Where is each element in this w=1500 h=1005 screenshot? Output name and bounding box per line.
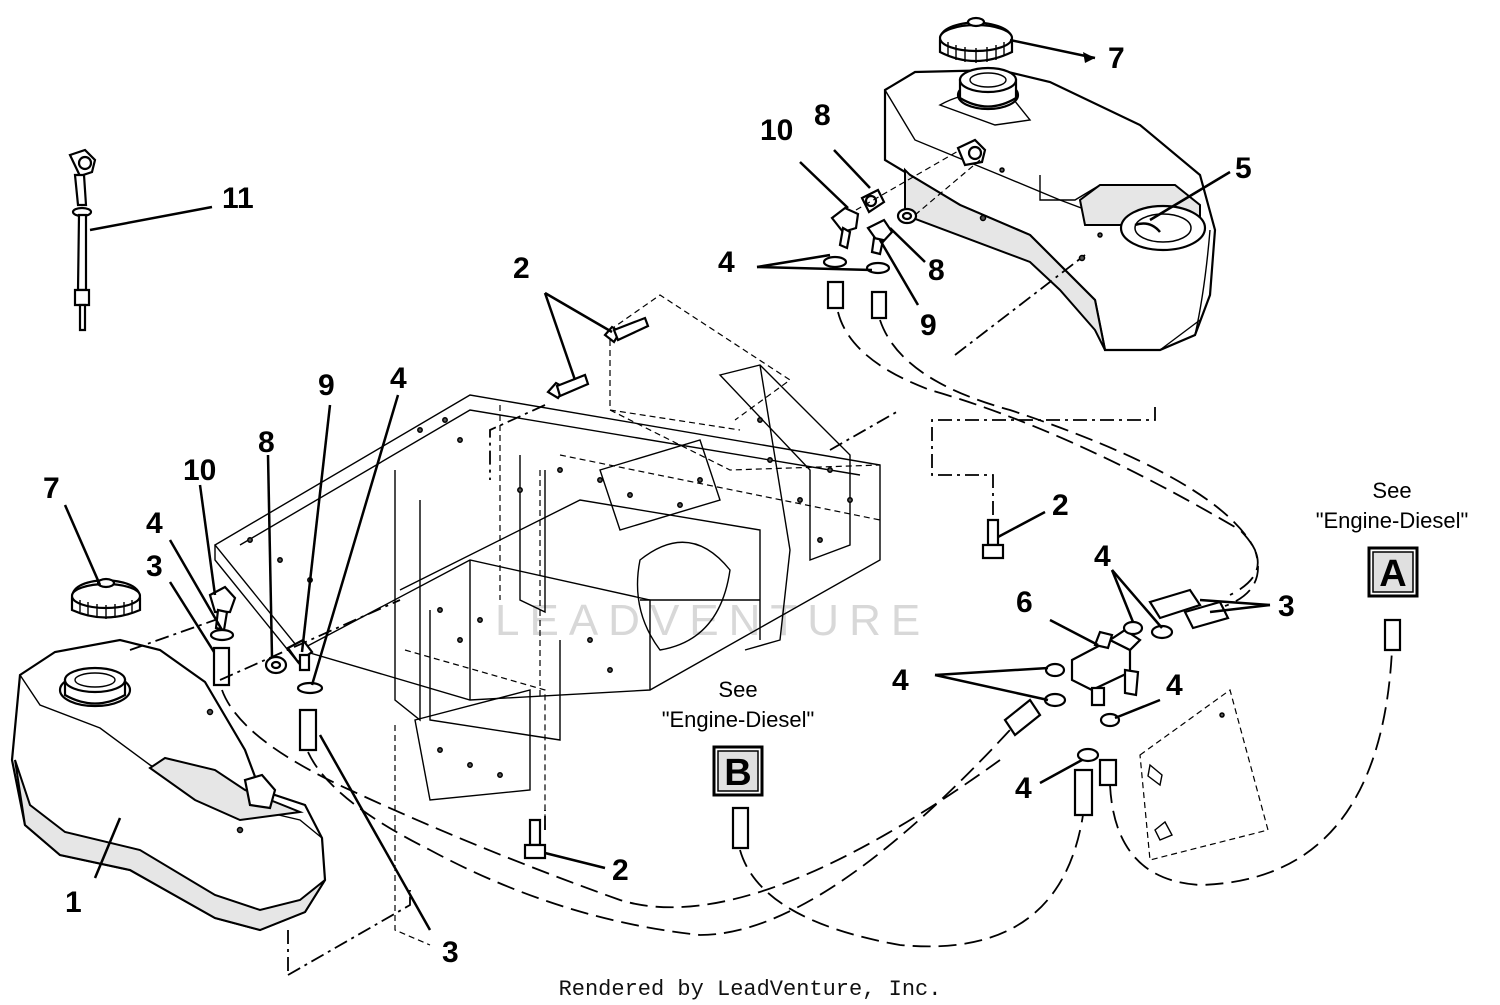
fuel-gauge-11 xyxy=(68,148,97,332)
callout-4-mid-right: 4 xyxy=(1166,669,1183,702)
callout-labels: 7 10 8 5 11 4 8 2 9 9 4 8 10 7 4 3 2 4 6… xyxy=(43,42,1295,969)
callout-4-mid-top: 4 xyxy=(1094,540,1111,573)
callout-8-left: 8 xyxy=(258,426,275,459)
reference-b-see: See xyxy=(718,677,757,702)
callout-2-mid: 2 xyxy=(1052,489,1069,522)
leader-lines xyxy=(63,38,1271,931)
hose-segments xyxy=(731,588,1402,850)
callout-4-mid-left: 4 xyxy=(892,664,909,697)
reference-a: See "Engine-Diesel" A xyxy=(1316,478,1469,598)
callout-4-left: 4 xyxy=(146,507,163,540)
callout-4-bottom: 4 xyxy=(1015,772,1032,805)
callout-10-left: 10 xyxy=(183,454,216,487)
bolt-bottom xyxy=(523,818,547,860)
fuel-tank-left xyxy=(10,638,327,932)
alignment-lines xyxy=(129,254,1086,976)
callout-2-top: 2 xyxy=(513,252,530,285)
callout-9-top: 9 xyxy=(920,309,937,342)
callout-11: 11 xyxy=(222,182,254,215)
callout-8-mid: 8 xyxy=(928,254,945,287)
fuel-cap-top xyxy=(938,16,1014,63)
callout-7-top: 7 xyxy=(1108,42,1125,75)
fuel-cap-left xyxy=(70,577,142,619)
reference-b-letter: B xyxy=(724,752,751,794)
callout-8-top: 8 xyxy=(814,99,831,132)
tee-fitting xyxy=(1043,620,1174,763)
callout-6: 6 xyxy=(1016,586,1033,619)
callout-5: 5 xyxy=(1235,152,1252,185)
callout-7-left: 7 xyxy=(43,472,60,505)
bolt-mid xyxy=(931,402,1156,560)
reference-a-letter: A xyxy=(1379,553,1406,595)
bolts-top xyxy=(489,316,650,480)
footer-credit: Rendered by LeadVenture, Inc. xyxy=(559,977,942,1002)
callout-9-left: 9 xyxy=(318,369,335,402)
fittings-left xyxy=(208,585,324,752)
callout-2-bottom: 2 xyxy=(612,854,629,887)
reference-b: See "Engine-Diesel" B xyxy=(662,677,815,797)
reference-a-target: "Engine-Diesel" xyxy=(1316,508,1469,533)
callout-3-bottom: 3 xyxy=(442,936,459,969)
reference-b-target: "Engine-Diesel" xyxy=(662,707,815,732)
watermark: LEADVENTURE xyxy=(495,596,930,645)
callout-4-left-top: 4 xyxy=(390,362,407,395)
tractor-frame xyxy=(213,294,881,946)
fittings-top xyxy=(822,149,981,320)
reference-a-see: See xyxy=(1372,478,1411,503)
bracket-panel xyxy=(1139,689,1269,861)
callout-3-left: 3 xyxy=(146,550,163,583)
fuel-tank-right xyxy=(883,66,1217,352)
callout-3-right: 3 xyxy=(1278,590,1295,623)
callout-10-top: 10 xyxy=(760,114,793,147)
callout-1: 1 xyxy=(65,886,82,919)
callout-4-top: 4 xyxy=(718,246,735,279)
hose-routing xyxy=(221,311,1393,948)
